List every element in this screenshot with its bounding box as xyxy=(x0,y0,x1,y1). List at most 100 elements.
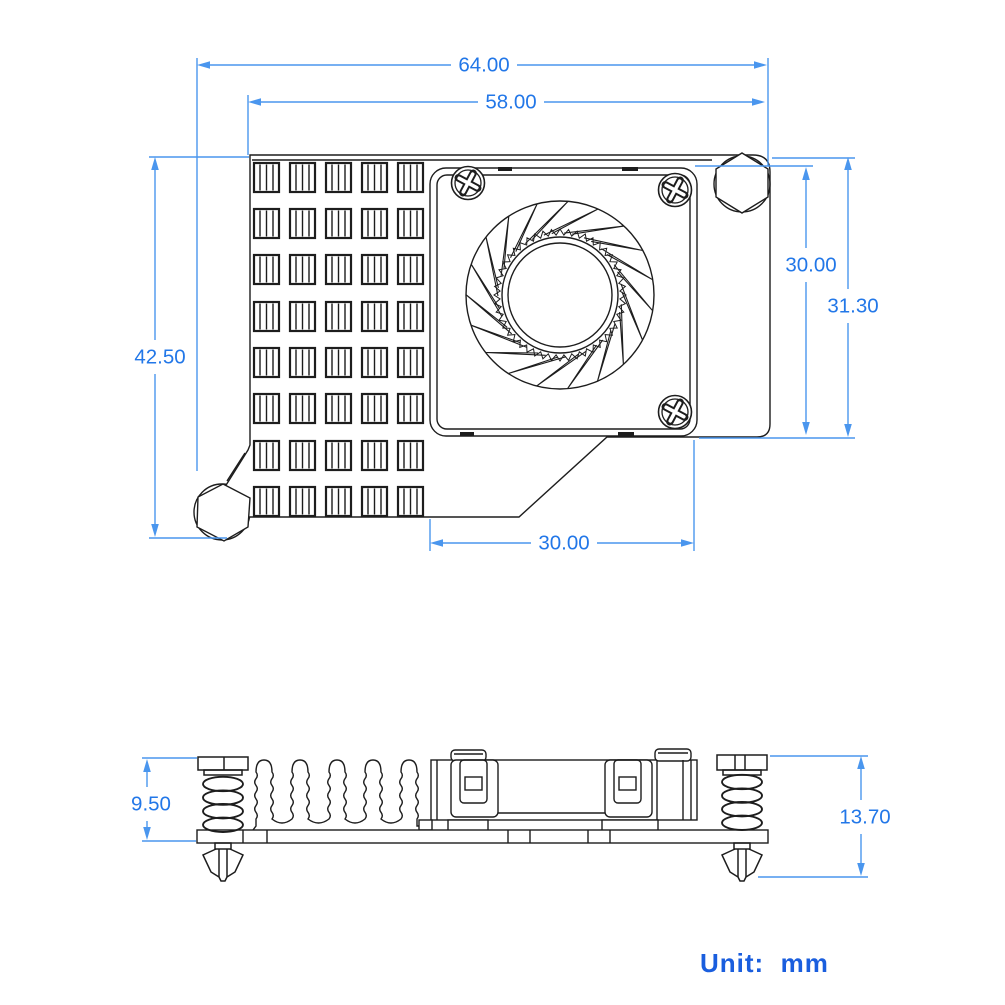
fin-slot xyxy=(288,485,317,518)
fan-blade xyxy=(543,208,599,236)
fan-blade xyxy=(485,351,546,356)
fan-serrated-ring xyxy=(493,228,627,362)
dimension-label-fan-mount-height-mm: 30.00 xyxy=(785,254,836,277)
dimension-side-overall-height-mm: 13.70 xyxy=(758,755,891,878)
fan-impeller xyxy=(465,200,654,390)
dimension-heatsink-width-mm: 58.00 xyxy=(247,91,765,155)
dimension-label-fan-mount-width-mm: 30.00 xyxy=(538,532,589,555)
fin-slot xyxy=(252,300,281,333)
fin-slot xyxy=(360,485,389,518)
fan-blade xyxy=(613,264,654,312)
fan-blade xyxy=(508,356,567,375)
fin-slot xyxy=(396,346,425,379)
unit-label: Unit: mm xyxy=(700,948,829,978)
fin-slot xyxy=(360,207,389,240)
fin-slot xyxy=(324,161,353,194)
fan-blade xyxy=(601,248,654,281)
fan-blade xyxy=(524,200,569,244)
fin-slot xyxy=(252,485,281,518)
fin-slot xyxy=(396,439,425,472)
fin-slot xyxy=(324,207,353,240)
fin-slot xyxy=(252,346,281,379)
body-corner-chamfer xyxy=(226,452,246,482)
hex-standoff-top-right xyxy=(715,152,769,214)
fan-blade xyxy=(470,324,528,348)
fin-slot xyxy=(396,392,425,425)
spring-push-pins xyxy=(197,754,768,882)
fan-blade xyxy=(536,350,587,387)
fin-slot xyxy=(288,161,317,194)
screw-tower-right xyxy=(604,759,653,818)
dimension-fan-mount-height-mm: 30.00 xyxy=(695,165,837,435)
fin-slot xyxy=(360,300,389,333)
phillips-screw xyxy=(657,394,693,430)
fan-hub xyxy=(507,242,613,348)
dimension-label-heatsink-height-mm: 42.50 xyxy=(134,346,185,369)
fan-blade xyxy=(619,304,624,365)
fan-hub-ring xyxy=(501,236,619,354)
heatsink-fin-grid xyxy=(252,161,425,518)
dimension-label-heatsink-width-mm: 58.00 xyxy=(485,91,536,114)
fin-slot xyxy=(324,253,353,286)
fin-slot xyxy=(324,485,353,518)
fan-plate-inner-edge xyxy=(436,174,691,430)
fin-slot xyxy=(288,392,317,425)
fin-slot xyxy=(288,300,317,333)
dimension-side-body-height-mm: 9.50 xyxy=(131,757,197,842)
fin-slot xyxy=(324,439,353,472)
phillips-screw xyxy=(657,172,693,208)
fin-slot xyxy=(324,346,353,379)
fin-slot xyxy=(324,300,353,333)
fan-blade xyxy=(564,225,624,235)
dimension-fan-mount-width-mm: 30.00 xyxy=(429,440,695,555)
fan-blade xyxy=(596,323,616,382)
dimension-label-right-edge-height-mm: 31.30 xyxy=(827,295,878,318)
fan-plate-notches xyxy=(460,167,638,436)
dimension-label-side-body-height-mm: 9.50 xyxy=(131,793,171,816)
fin-slot xyxy=(396,207,425,240)
base-plate xyxy=(196,829,769,844)
fan-plate-outline xyxy=(429,167,698,437)
screw-tower-left xyxy=(450,759,499,818)
dimension-right-edge-height-mm: 31.30 xyxy=(699,157,879,439)
fin-slot xyxy=(396,161,425,194)
fin-slot xyxy=(288,439,317,472)
hex-standoff-bottom-left xyxy=(196,483,251,542)
fin-slot xyxy=(396,485,425,518)
fin-slot xyxy=(288,207,317,240)
fan-blade xyxy=(465,294,513,335)
dimension-overall-width-mm: 64.00 xyxy=(196,54,769,471)
fin-slot xyxy=(252,207,281,240)
fan-blade xyxy=(485,236,499,297)
top-view xyxy=(193,152,771,542)
screw-head-right xyxy=(654,748,692,762)
housing-foot xyxy=(418,819,433,831)
fan-blade xyxy=(583,237,643,252)
fan xyxy=(465,200,655,390)
fin-slot xyxy=(360,161,389,194)
fin-slot xyxy=(252,161,281,194)
fan-blade xyxy=(500,216,510,276)
phillips-screw xyxy=(450,165,486,201)
fin-slot xyxy=(288,253,317,286)
fin-slot xyxy=(360,439,389,472)
fin-slot xyxy=(252,253,281,286)
spring-push-pin xyxy=(716,754,768,882)
mounting-screws xyxy=(450,165,693,430)
fin-slot xyxy=(252,392,281,425)
fin-slot xyxy=(360,392,389,425)
fin-slot xyxy=(360,253,389,286)
fin-slot xyxy=(360,346,389,379)
fin-slot xyxy=(252,439,281,472)
fin-slot xyxy=(288,346,317,379)
fan-blade xyxy=(470,263,503,317)
dimension-heatsink-height-mm: 42.50 xyxy=(134,156,249,539)
fan-blade xyxy=(620,283,644,341)
fin-slot xyxy=(396,300,425,333)
dimension-label-side-overall-height-mm: 13.70 xyxy=(839,806,890,829)
fin-slot xyxy=(324,392,353,425)
fan-housing-side xyxy=(418,748,698,832)
